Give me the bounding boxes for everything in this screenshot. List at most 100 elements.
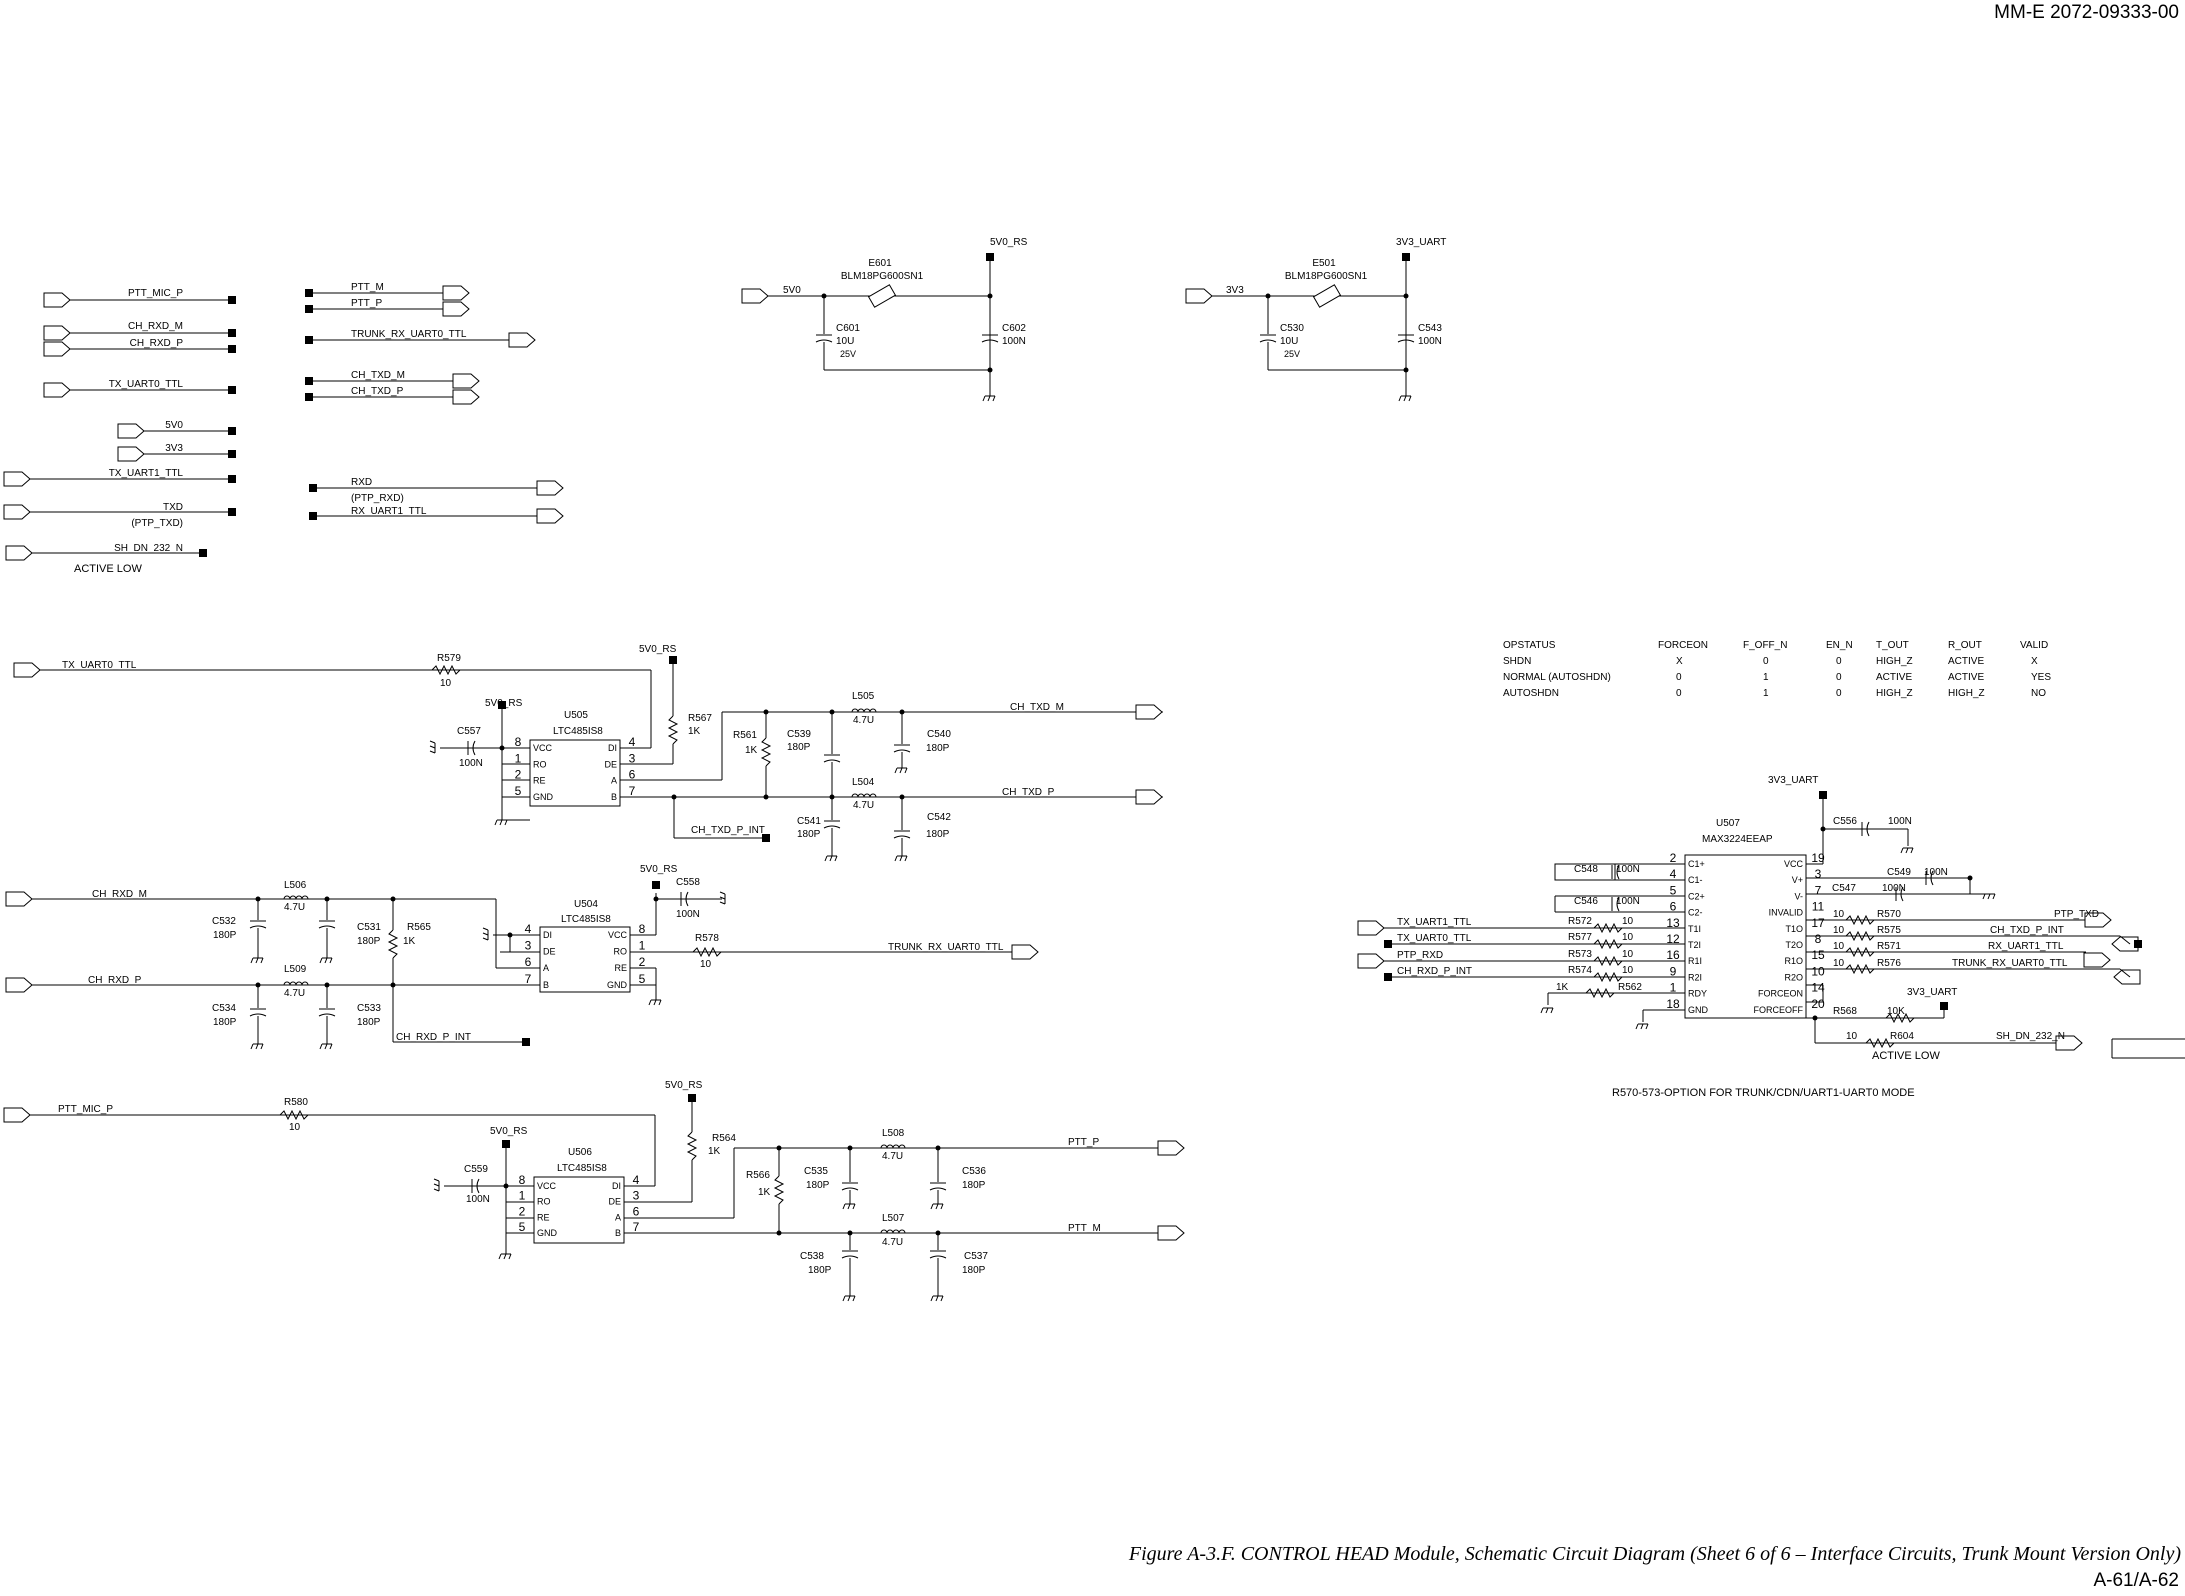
val-c540: 180P bbox=[926, 743, 950, 754]
u504-pins-left-pin-number: 4 bbox=[525, 922, 532, 936]
net-3v3: 3V3 bbox=[165, 443, 183, 454]
u507-pins-right-pin-number: 14 bbox=[1811, 981, 1825, 995]
u507-pins-left-pin-name: T2I bbox=[1688, 940, 1701, 950]
val-c532: 180P bbox=[213, 930, 237, 941]
val-c546: 100N bbox=[1616, 896, 1640, 907]
u504-pins-left-pin-number: 6 bbox=[525, 955, 532, 969]
ref-l505: L505 bbox=[852, 691, 875, 702]
ref-r570: R570 bbox=[1877, 909, 1901, 920]
ref-e601: E601 bbox=[868, 258, 892, 269]
u505-pins-left-pin-name: RO bbox=[533, 759, 547, 769]
net-trunk-rx-uart0-ttl-out: TRUNK_RX_UART0_TTL bbox=[888, 942, 1004, 953]
val-c557: 100N bbox=[459, 758, 483, 769]
net-ptt-mic-p-in: PTT_MIC_P bbox=[58, 1104, 113, 1115]
val-c538: 180P bbox=[808, 1265, 832, 1276]
net-5v0-in: 5V0 bbox=[783, 285, 801, 296]
val-c534: 180P bbox=[213, 1017, 237, 1028]
ref-l508: L508 bbox=[882, 1128, 905, 1139]
u507-pins-left-pin-number: 9 bbox=[1670, 964, 1677, 978]
val-c548: 100N bbox=[1616, 864, 1640, 875]
ref-r561: R561 bbox=[733, 730, 757, 741]
ref-l504: L504 bbox=[852, 777, 875, 788]
table-cell: 0 bbox=[1676, 688, 1682, 699]
u507-pins-left-pin-name: R2I bbox=[1688, 972, 1702, 982]
rating-c530: 25V bbox=[1284, 349, 1300, 359]
val-r567: 1K bbox=[688, 726, 701, 737]
ref-c548: C548 bbox=[1574, 864, 1598, 875]
ref-u506: U506 bbox=[568, 1147, 592, 1158]
net-ch-rxd-m-in: CH_RXD_M bbox=[92, 889, 147, 900]
val-l506: 4.7U bbox=[284, 902, 305, 913]
net-rxd: RXD bbox=[351, 477, 372, 488]
table-cell: HIGH_Z bbox=[1948, 688, 1985, 699]
ref-c541: C541 bbox=[797, 816, 821, 827]
ref-l507: L507 bbox=[882, 1213, 905, 1224]
u505-pins-right-pin-name: B bbox=[611, 792, 617, 802]
val-c533: 180P bbox=[357, 1017, 381, 1028]
u504-pins-right-pin-number: 8 bbox=[639, 922, 646, 936]
u506-pins-right-pin-number: 4 bbox=[633, 1173, 640, 1187]
u506-pins-left-pin-name: VCC bbox=[537, 1181, 557, 1191]
val-r564: 1K bbox=[708, 1146, 721, 1157]
net-5v0-rs-u506-vcc: 5V0_RS bbox=[490, 1126, 528, 1137]
u507-pins-right-pin-number: 15 bbox=[1811, 948, 1825, 962]
val-c559: 100N bbox=[466, 1194, 490, 1205]
net-tx-uart1-ttl-u507: TX_UART1_TTL bbox=[1397, 917, 1472, 928]
net-ptt-m-out: PTT_M bbox=[1068, 1223, 1101, 1234]
val-r573: 10 bbox=[1622, 949, 1634, 960]
u506-pins-left-pin-number: 2 bbox=[519, 1204, 526, 1218]
net-ch-rxd-m: CH_RXD_M bbox=[128, 321, 183, 332]
val-l508: 4.7U bbox=[882, 1151, 903, 1162]
ref-c537: C537 bbox=[964, 1251, 988, 1262]
ref-r571: R571 bbox=[1877, 941, 1901, 952]
val-c602: 100N bbox=[1002, 336, 1026, 347]
net-ptp-rxd-u507: PTP_RXD bbox=[1397, 950, 1443, 961]
ref-r576: R576 bbox=[1877, 958, 1901, 969]
ref-r577: R577 bbox=[1568, 932, 1592, 943]
u506-pins-right-pin-number: 6 bbox=[633, 1204, 640, 1218]
u504-pins-right-pin-name: RO bbox=[614, 947, 628, 957]
table-cell: ACTIVE bbox=[1948, 672, 1984, 683]
table-cell: X bbox=[1676, 656, 1683, 667]
rating-c601: 25V bbox=[840, 349, 856, 359]
u504-pins-left-pin-name: DE bbox=[543, 947, 556, 957]
u507-pins-left-pin-name: GND bbox=[1688, 1005, 1709, 1015]
ref-c556: C556 bbox=[1833, 816, 1857, 827]
net-5v0-rs-u505-vcc: 5V0_RS bbox=[485, 698, 523, 709]
val-r570: 10 bbox=[1833, 909, 1845, 920]
ref-c549: C549 bbox=[1887, 867, 1911, 878]
u507-pins-right-pin-name: R1O bbox=[1784, 956, 1803, 966]
u504-pins-right-pin-number: 1 bbox=[639, 939, 646, 953]
net-ch-rxd-p-int: CH_RXD_P_INT bbox=[396, 1032, 471, 1043]
ref-c601: C601 bbox=[836, 323, 860, 334]
table-header-cell: T_OUT bbox=[1876, 640, 1909, 651]
u506-pins-left-pin-name: RO bbox=[537, 1197, 551, 1207]
ref-r567: R567 bbox=[688, 713, 712, 724]
ref-r575: R575 bbox=[1877, 925, 1901, 936]
ref-c531: C531 bbox=[357, 922, 381, 933]
net-ch-txd-p-out: CH_TXD_P bbox=[1002, 787, 1055, 798]
u507-pins-left-pin-name: R1I bbox=[1688, 956, 1702, 966]
table-header-cell: F_OFF_N bbox=[1743, 640, 1787, 651]
u507-rs232-section: 3V3_UART C556 100N U507 MAX3224EEAP C1+2… bbox=[1357, 775, 2185, 1099]
u507-pins-left-pin-number: 5 bbox=[1670, 883, 1677, 897]
u505-pins-left-pin-number: 5 bbox=[515, 784, 522, 798]
ref-c558: C558 bbox=[676, 877, 700, 888]
part-u506: LTC485IS8 bbox=[557, 1163, 607, 1174]
val-c549: 100N bbox=[1924, 867, 1948, 878]
net-5v0-rs-top: 5V0_RS bbox=[990, 237, 1028, 248]
net-tx-uart0-ttl-in: TX_UART0_TTL bbox=[62, 660, 137, 671]
ref-u505: U505 bbox=[564, 710, 588, 721]
val-r575: 10 bbox=[1833, 925, 1845, 936]
u504-pins-left-pin-number: 7 bbox=[525, 972, 532, 986]
u507-pins-right-pin-name: V- bbox=[1794, 891, 1803, 901]
u505-pins-right-pin-name: A bbox=[611, 776, 617, 786]
page-number: A-61/A-62 bbox=[2093, 1570, 2179, 1591]
part-u504: LTC485IS8 bbox=[561, 914, 611, 925]
val-r571: 10 bbox=[1833, 941, 1845, 952]
table-cell: 1 bbox=[1763, 688, 1769, 699]
u507-pins-left-pin-name: T1I bbox=[1688, 924, 1701, 934]
u504-pins-right-pin-name: GND bbox=[607, 980, 628, 990]
val-r576: 10 bbox=[1833, 958, 1845, 969]
val-r572: 10 bbox=[1622, 916, 1634, 927]
